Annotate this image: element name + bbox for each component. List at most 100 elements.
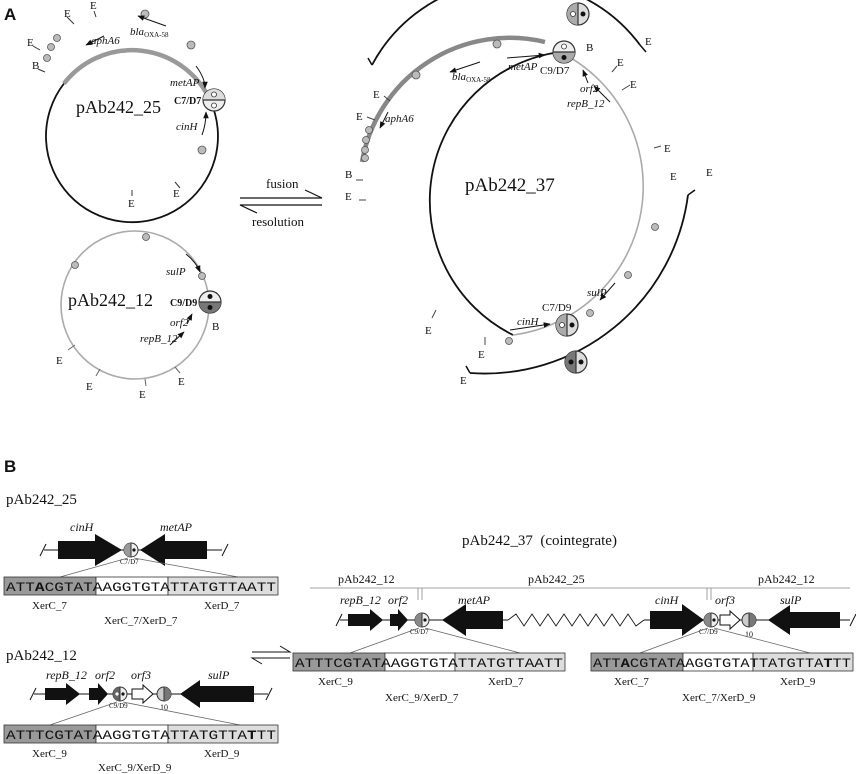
- pair-label: XerC_9/XerD_7: [385, 692, 459, 704]
- xer-site-c9-d9: [112, 686, 128, 702]
- xer-site-c7-d7: [123, 542, 139, 558]
- plasmid-name-12: pAb242_12: [68, 290, 153, 310]
- site-e: E: [173, 188, 180, 200]
- site-c7-d7: C7/D7: [120, 558, 139, 566]
- pair-label: XerC_7/XerD_9: [682, 692, 756, 704]
- site-c9-d7: C9/D7: [410, 628, 429, 636]
- plasmid-pab242-25: E E E B E E aphA6 blaOXA-58 metAP cinH p…: [27, 0, 226, 224]
- gene-label-orf3: orf3: [715, 593, 735, 607]
- xer-site-c9-d7: [552, 40, 576, 64]
- xer-site-c7-d9: [703, 612, 719, 628]
- gene-arrow-orf3: [719, 609, 741, 631]
- site-e: E: [373, 89, 380, 101]
- xerd-9-label: XerD_9: [204, 748, 240, 760]
- gene-label-metap: metAP: [458, 593, 491, 607]
- plasmid-name-25: pAb242_25: [76, 97, 161, 117]
- is-elements: [71, 233, 206, 280]
- xerc-7-label: XerC_7: [614, 676, 649, 688]
- gene-cinh: cinH: [517, 316, 539, 328]
- site-e: E: [664, 143, 671, 155]
- xer-site-c7-d9: [555, 313, 579, 337]
- segment-middle: pAb242_25: [528, 572, 585, 586]
- gene-label-orf3: orf3: [131, 668, 151, 682]
- xerc-7-label: XerC_7: [32, 600, 67, 612]
- restriction-ticks: [356, 65, 662, 345]
- linear-map-pab242-12: pAb242_12 repB_12 orf2 orf3 sulP C9/D9 1…: [3, 648, 279, 774]
- xerd-7-label: XerD_7: [204, 600, 240, 612]
- site-e: E: [27, 37, 34, 49]
- plasmid-name-37: pAb242_37: [465, 175, 555, 196]
- gene-apha6: aphA6: [91, 35, 120, 47]
- gene-label-sulp: sulP: [208, 668, 230, 682]
- panel-b-label: B: [4, 457, 16, 476]
- outer-xer-site-bottom: [564, 350, 588, 374]
- gene-arrow-repb: [45, 683, 80, 705]
- gene-label-metap: metAP: [160, 520, 193, 534]
- gene-label-orf2: orf2: [388, 593, 408, 607]
- linear-map-cointegrate: pAb242_37 (cointegrate) pAb242_12 pAb242…: [292, 533, 856, 704]
- xer-site-c9-d9: [198, 290, 222, 314]
- site-e: E: [425, 325, 432, 337]
- gene-sulp: sulP: [587, 287, 607, 299]
- outer-xer-site-top: [566, 2, 590, 26]
- xer-site-c9-d7: [414, 612, 430, 628]
- xerd-7-label: XerD_7: [488, 676, 524, 688]
- site-b: B: [345, 169, 352, 181]
- gene-arrow-repb: [348, 609, 383, 631]
- fusion-label: fusion: [266, 176, 299, 191]
- site-e: E: [345, 191, 352, 203]
- site-c7-d9: C7/D9: [699, 628, 718, 636]
- restriction-ticks: [32, 10, 181, 196]
- site-label-c9-d9: C9/D9: [170, 298, 197, 309]
- gene-arrow-sulp: [768, 605, 840, 635]
- gene-label-cinh: cinH: [655, 593, 680, 607]
- resolution-label: resolution: [252, 214, 304, 229]
- gene-label-repb: repB_12: [46, 668, 87, 682]
- gene-arrow-orf2: [390, 609, 408, 631]
- site-b: B: [586, 42, 593, 54]
- gene-repb: repB_12: [140, 333, 178, 345]
- segment-left: pAb242_12: [338, 572, 395, 586]
- gene-bla: blaOXA-58: [130, 26, 169, 39]
- site-e: E: [706, 167, 713, 179]
- gene-repb: repB_12: [567, 98, 605, 110]
- site-e: E: [356, 111, 363, 123]
- reaction-arrows: fusion resolution: [239, 176, 323, 229]
- equilibrium-arrows: [250, 645, 292, 665]
- gene-cinh: cinH: [176, 121, 198, 133]
- gene-arrow-orf2: [89, 683, 108, 705]
- site-e: E: [178, 376, 185, 388]
- gene-orf2: orf2: [580, 83, 599, 95]
- site-label-c9-d7: C9/D7: [540, 65, 570, 77]
- site-e: E: [617, 57, 624, 69]
- site-e: E: [128, 198, 135, 210]
- site-b: B: [212, 321, 219, 333]
- gene-arrow-metap: [140, 534, 207, 566]
- gene-orf2: orf2: [170, 317, 189, 329]
- panel-a-label: A: [4, 5, 16, 24]
- site-e: E: [460, 375, 467, 387]
- gene-arrow-sulp: [180, 680, 254, 708]
- gene-bla: blaOXA-58: [452, 71, 491, 84]
- site-e: E: [139, 389, 146, 401]
- pair-label: XerC_7/XerD_7: [104, 615, 178, 627]
- site-label-c7-d9: C7/D9: [542, 302, 572, 314]
- gene-arrow-metap: [442, 604, 503, 636]
- xerd-9-label: XerD_9: [780, 676, 816, 688]
- map-title-12: pAb242_12: [6, 648, 77, 664]
- is-elements: [361, 39, 659, 345]
- site-e: E: [86, 381, 93, 393]
- site-10: 10: [160, 703, 168, 712]
- gene-label-cinh: cinH: [70, 520, 95, 534]
- plasmid-pab242-37: E B E E E E E E E B E E E E metAP blaOXA…: [345, 0, 713, 387]
- gene-arrow-cinh: [650, 604, 704, 636]
- gene-metap: metAP: [508, 61, 538, 73]
- xer-site-10: [741, 612, 757, 628]
- gene-arrow-orf3: [131, 683, 154, 705]
- gene-sulp: sulP: [166, 266, 186, 278]
- restriction-ticks: [67, 344, 181, 387]
- xerc-9-label: XerC_9: [32, 748, 67, 760]
- site-e: E: [670, 171, 677, 183]
